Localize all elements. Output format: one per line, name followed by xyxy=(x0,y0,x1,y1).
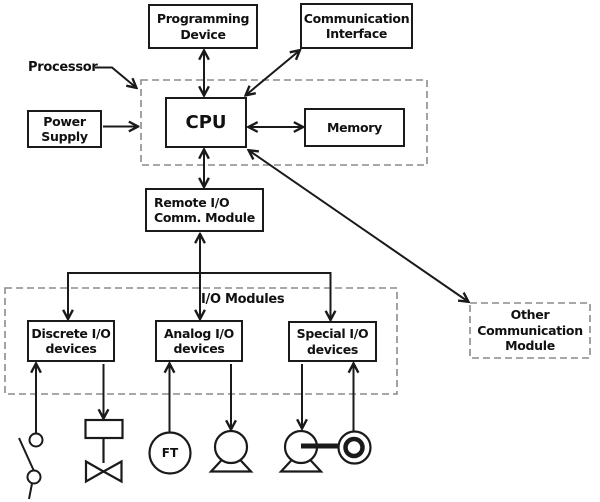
power-supply-box: Power Supply xyxy=(27,110,102,148)
analog-io-devices-box: Analog I/O devices xyxy=(155,320,243,362)
pump-casing xyxy=(213,429,249,465)
switch-bottom-terminal xyxy=(26,469,42,485)
discrete-io-devices-box: Discrete I/O devices xyxy=(27,320,115,362)
communication-interface-box: Communication Interface xyxy=(300,3,413,49)
control-valve-icon xyxy=(84,418,124,484)
pump-icon xyxy=(208,429,254,473)
remote-io-comm-module-box: Remote I/O Comm. Module xyxy=(145,188,264,232)
arrow-communication-interface-cpu xyxy=(246,51,300,96)
switch-lead xyxy=(28,483,33,500)
disconnect-switch-icon xyxy=(18,432,44,500)
programming-device-box: Programming Device xyxy=(148,4,258,49)
valve-body-right xyxy=(101,459,123,484)
special-io-devices-box: Special I/O devices xyxy=(288,321,377,362)
motor-inner-ring xyxy=(343,436,365,459)
flow-transmitter-label: FT xyxy=(161,446,179,460)
io-modules-dashed-group xyxy=(4,287,398,395)
arrow-cpu-other-communication-module xyxy=(249,151,468,302)
memory-box: Memory xyxy=(304,108,405,147)
cpu-box: CPU xyxy=(165,97,247,148)
other-communication-module-label: Other Communication Module xyxy=(477,307,583,354)
switch-top-terminal xyxy=(28,432,44,448)
processor-label: Processor xyxy=(28,60,98,75)
arrow-processor-label-pointer xyxy=(95,66,136,88)
other-communication-module-dashed-box xyxy=(469,302,591,359)
valve-actuator xyxy=(84,418,124,440)
pump-with-motor-icon xyxy=(278,429,372,473)
flow-transmitter-icon xyxy=(148,431,192,475)
valve-body-left xyxy=(84,459,106,484)
io-modules-label: I/O Modules xyxy=(201,292,285,307)
switch-blade xyxy=(18,437,35,471)
